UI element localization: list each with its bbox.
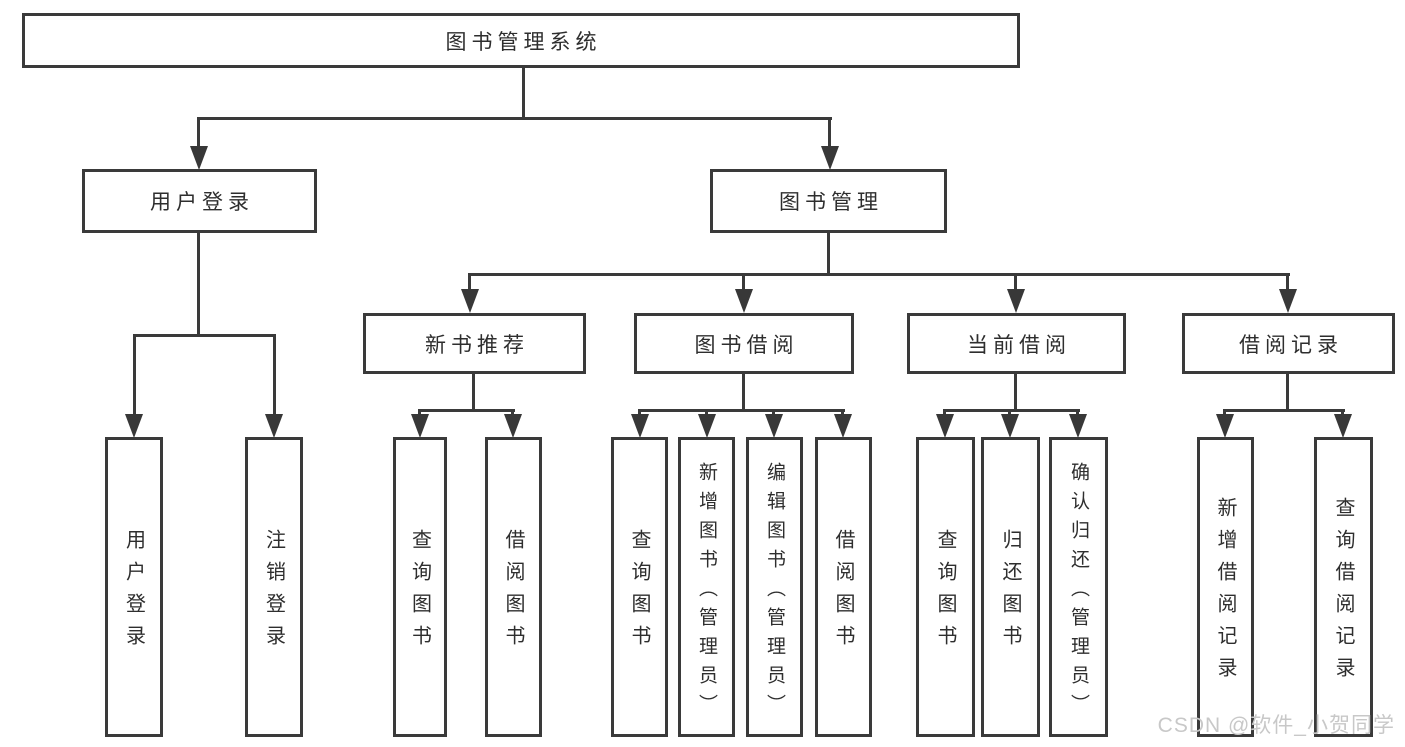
arrow-down-icon [936,414,954,438]
connector-borrowing-rail [638,409,845,412]
node-new-book-recommend: 新书推荐 [363,313,586,374]
connector-root-drop-left [197,117,200,157]
connector-mgmt-drop-3 [1014,273,1017,293]
leaf-borrow-books-recommend: 借阅图书 [485,437,542,737]
node-label: 用户登录 [150,191,254,214]
node-label: 新书推荐 [425,333,529,357]
leaf-add-books-admin: 新增图书（管理员） [678,437,735,737]
connector-login-drop-right [273,334,276,416]
node-label: 编辑图书（管理员） [764,461,785,723]
node-label: 新增借阅记录 [1214,497,1236,689]
arrow-down-icon [1216,414,1234,438]
arrow-down-icon [1069,414,1087,438]
connector-root-stem [522,68,525,120]
arrow-down-icon [411,414,429,438]
connector-records-rail [1223,409,1345,412]
arrow-down-icon [698,414,716,438]
node-label: 确认归还（管理员） [1068,461,1089,723]
connector-login-rail [133,334,276,337]
arrow-down-icon [504,414,522,438]
watermark: CSDN @软件_小贺同学 [1157,714,1395,737]
node-label: 图书管理系统 [445,30,602,54]
connector-mgmt-drop-2 [742,273,745,293]
node-label: 注销登录 [262,529,285,657]
node-current-borrowing: 当前借阅 [907,313,1126,374]
node-borrowing-records: 借阅记录 [1182,313,1395,374]
node-label: 查询图书 [628,529,650,657]
connector-records-stem [1286,374,1289,412]
node-label: 查询图书 [408,529,431,657]
connector-mgmt-stem [827,233,830,276]
node-label: 借阅记录 [1239,333,1343,357]
leaf-user-login: 用户登录 [105,437,163,737]
node-root-library-system: 图书管理系统 [22,13,1020,68]
node-label: 当前借阅 [967,333,1071,357]
leaf-query-books-borrowing: 查询图书 [611,437,668,737]
node-label: 图书管理 [779,191,883,214]
node-book-management: 图书管理 [710,169,947,233]
node-label: 归还图书 [999,529,1021,657]
leaf-borrow-books-borrowing: 借阅图书 [815,437,872,737]
arrow-down-icon [1334,414,1352,438]
leaf-query-books-recommend: 查询图书 [393,437,447,737]
node-label: 查询图书 [934,529,956,657]
arrow-down-icon [631,414,649,438]
node-label: 借阅图书 [502,529,524,657]
leaf-add-borrow-record: 新增借阅记录 [1197,437,1254,737]
connector-current-rail [943,409,1080,412]
leaf-query-borrow-record: 查询借阅记录 [1314,437,1373,737]
node-label: 图书借阅 [694,333,799,357]
connector-login-stem [197,233,200,337]
leaf-return-books: 归还图书 [981,437,1040,737]
node-label: 用户登录 [122,529,145,657]
arrow-down-icon [1007,289,1025,313]
arrow-down-icon [1001,414,1019,438]
arrow-down-icon [461,289,479,313]
node-user-login: 用户登录 [82,169,317,233]
connector-login-drop-left [133,334,136,416]
connector-recommend-rail [418,409,515,412]
arrow-down-icon [821,146,839,170]
node-book-borrowing: 图书借阅 [634,313,854,374]
leaf-logout: 注销登录 [245,437,303,737]
node-label: 新增图书（管理员） [696,461,717,723]
leaf-confirm-return-admin: 确认归还（管理员） [1049,437,1108,737]
connector-root-drop-right [828,117,831,157]
connector-mgmt-drop-1 [468,273,471,293]
arrow-down-icon [765,414,783,438]
arrow-down-icon [265,414,283,438]
arrow-down-icon [190,146,208,170]
connector-mgmt-drop-4 [1286,273,1289,293]
connector-current-stem [1014,374,1017,412]
connector-mgmt-rail [469,273,1290,276]
arrow-down-icon [735,289,753,313]
arrow-down-icon [834,414,852,438]
arrow-down-icon [125,414,143,438]
connector-borrowing-stem [742,374,745,412]
connector-root-rail [197,117,832,120]
leaf-query-books-current: 查询图书 [916,437,975,737]
arrow-down-icon [1279,289,1297,313]
leaf-edit-books-admin: 编辑图书（管理员） [746,437,803,737]
node-label: 借阅图书 [832,529,854,657]
node-label: 查询借阅记录 [1332,497,1354,689]
connector-recommend-stem [472,374,475,412]
